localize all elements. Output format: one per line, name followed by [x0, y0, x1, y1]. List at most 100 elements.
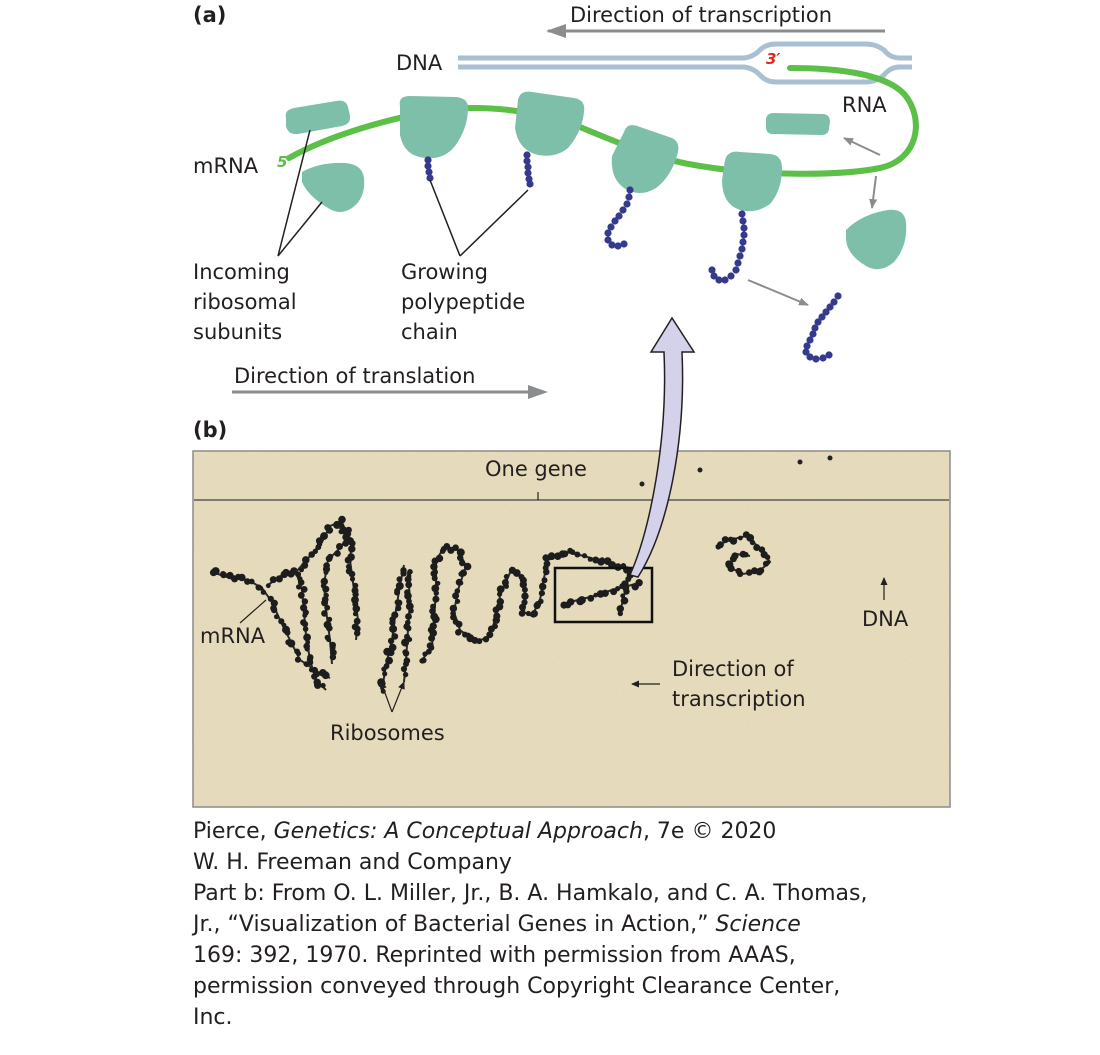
- panel-a: (a) Direction of transcription DNA 3′ 5′…: [193, 3, 919, 399]
- ribosome-dot: [344, 532, 351, 538]
- ribosome-dot: [429, 607, 436, 615]
- amino-acid-bead: [715, 276, 723, 284]
- released-small-subunit: [766, 113, 830, 135]
- amino-acid-bead: [608, 241, 616, 249]
- ribosome-dot: [735, 567, 742, 575]
- ribosome-dot: [518, 610, 526, 617]
- ribosome-dot: [336, 543, 343, 550]
- ribosome-dot: [301, 598, 309, 605]
- amino-acid-bead: [727, 272, 735, 280]
- ribosome-dot: [400, 567, 407, 574]
- ribosome-dot: [587, 556, 593, 562]
- ribosome-dot: [220, 571, 228, 579]
- ribosome-pointer-1: [380, 681, 393, 713]
- ribosome-dot: [320, 577, 328, 586]
- credit-line-2: W. H. Freeman and Company: [193, 850, 512, 875]
- growing-chain-line1: Growing: [401, 260, 488, 284]
- ribosome-dot: [455, 620, 463, 628]
- ribosome-dot: [503, 573, 510, 580]
- ribosome-dot: [352, 591, 359, 598]
- ribosome-dot: [541, 577, 548, 584]
- ribosome-dot: [493, 612, 501, 620]
- amino-acid-bead: [604, 229, 612, 237]
- ribosome-dot: [301, 561, 309, 569]
- ribosome-dot: [402, 650, 410, 657]
- ribosome-dot: [615, 586, 621, 592]
- polypeptide-chain: [424, 156, 434, 182]
- ribosome-dot: [501, 579, 509, 586]
- ribosome-dot: [238, 573, 246, 582]
- amino-acid-bead: [834, 292, 842, 300]
- ribosome-dot: [404, 592, 412, 600]
- ribosome-dot: [248, 578, 255, 585]
- speck: [697, 467, 703, 473]
- amino-acid-bead: [721, 276, 729, 284]
- ribosome-dot: [326, 637, 332, 643]
- credit-article: Jr., “Visualization of Bacterial Genes i…: [193, 912, 716, 937]
- ribosome-dot: [569, 549, 576, 555]
- ribosome-dot: [601, 589, 609, 597]
- ribosome-dot: [577, 596, 586, 605]
- ribosome-dot: [431, 584, 440, 593]
- ribosome-dot: [519, 580, 527, 589]
- amino-acid-bead: [738, 210, 746, 218]
- ribosome-dot: [349, 540, 356, 547]
- ribosome-dot: [521, 592, 529, 600]
- small-subunit-release-arrow: [843, 137, 881, 156]
- speck: [639, 481, 645, 487]
- ribosome-dot: [430, 603, 436, 610]
- ribosome-dot: [307, 659, 314, 666]
- ribosome-dot: [352, 611, 358, 617]
- credit-line-1: Pierce, Genetics: A Conceptual Approach,…: [193, 816, 1073, 847]
- ribosome-dot: [403, 661, 409, 667]
- ribosome-dot: [301, 621, 309, 628]
- ribosome-dot: [312, 548, 318, 554]
- ribosome-dot: [324, 524, 332, 532]
- ribosome-dot: [337, 522, 343, 528]
- ribosome-dot: [449, 604, 458, 613]
- amino-acid-bead: [811, 324, 819, 332]
- ribosome-dot: [244, 578, 251, 585]
- amino-acid-bead: [708, 266, 716, 274]
- ribosome-dot: [616, 605, 624, 613]
- amino-acid-bead: [802, 348, 810, 356]
- ribosome-dot: [270, 606, 278, 614]
- growing-chain-line3: chain: [401, 320, 458, 344]
- amino-acid-bead: [825, 351, 833, 359]
- ribosome-dot: [302, 612, 308, 618]
- ribosome-dot: [543, 560, 551, 568]
- ribosome-dot: [432, 569, 438, 575]
- ribosome-dot: [455, 598, 461, 604]
- transcription-label-b-line2: transcription: [672, 687, 806, 711]
- ribosome-dot: [311, 666, 319, 674]
- ribosome-dot: [751, 567, 758, 575]
- ribosome-dot: [430, 563, 438, 571]
- amino-acid-bead: [826, 303, 834, 311]
- ribosome-dot: [382, 671, 388, 677]
- polypeptide-chain: [604, 186, 634, 250]
- ribosome-dot: [297, 579, 305, 586]
- credit-block: Pierce, Genetics: A Conceptual Approach,…: [193, 816, 1073, 1033]
- released-large-subunit: [846, 209, 907, 270]
- dna-label-b: DNA: [862, 607, 909, 631]
- ribosome-2: [515, 91, 585, 156]
- micrograph-grain: [194, 452, 949, 806]
- credit-journal: Science: [715, 912, 801, 937]
- ribosome-dot: [354, 630, 361, 637]
- ribosome-dot: [405, 581, 413, 589]
- amino-acid-bead: [818, 313, 826, 321]
- amino-acid-bead: [625, 193, 633, 201]
- ribosome-dot: [458, 571, 465, 577]
- amino-acid-bead: [803, 342, 811, 350]
- ribosome-dot: [635, 579, 643, 587]
- ribosome-dot: [567, 598, 575, 606]
- polyribosome-cluster: [337, 522, 361, 641]
- ribosome-dot: [352, 582, 359, 589]
- ribosome-dot: [311, 673, 318, 680]
- ribosome-dot: [270, 599, 278, 607]
- amino-acid-bead: [424, 156, 432, 164]
- ribosome-dot: [561, 550, 569, 558]
- ribosome-dot: [620, 596, 629, 605]
- three-prime-label: 3′: [766, 50, 780, 68]
- ribosome-dot: [530, 611, 537, 618]
